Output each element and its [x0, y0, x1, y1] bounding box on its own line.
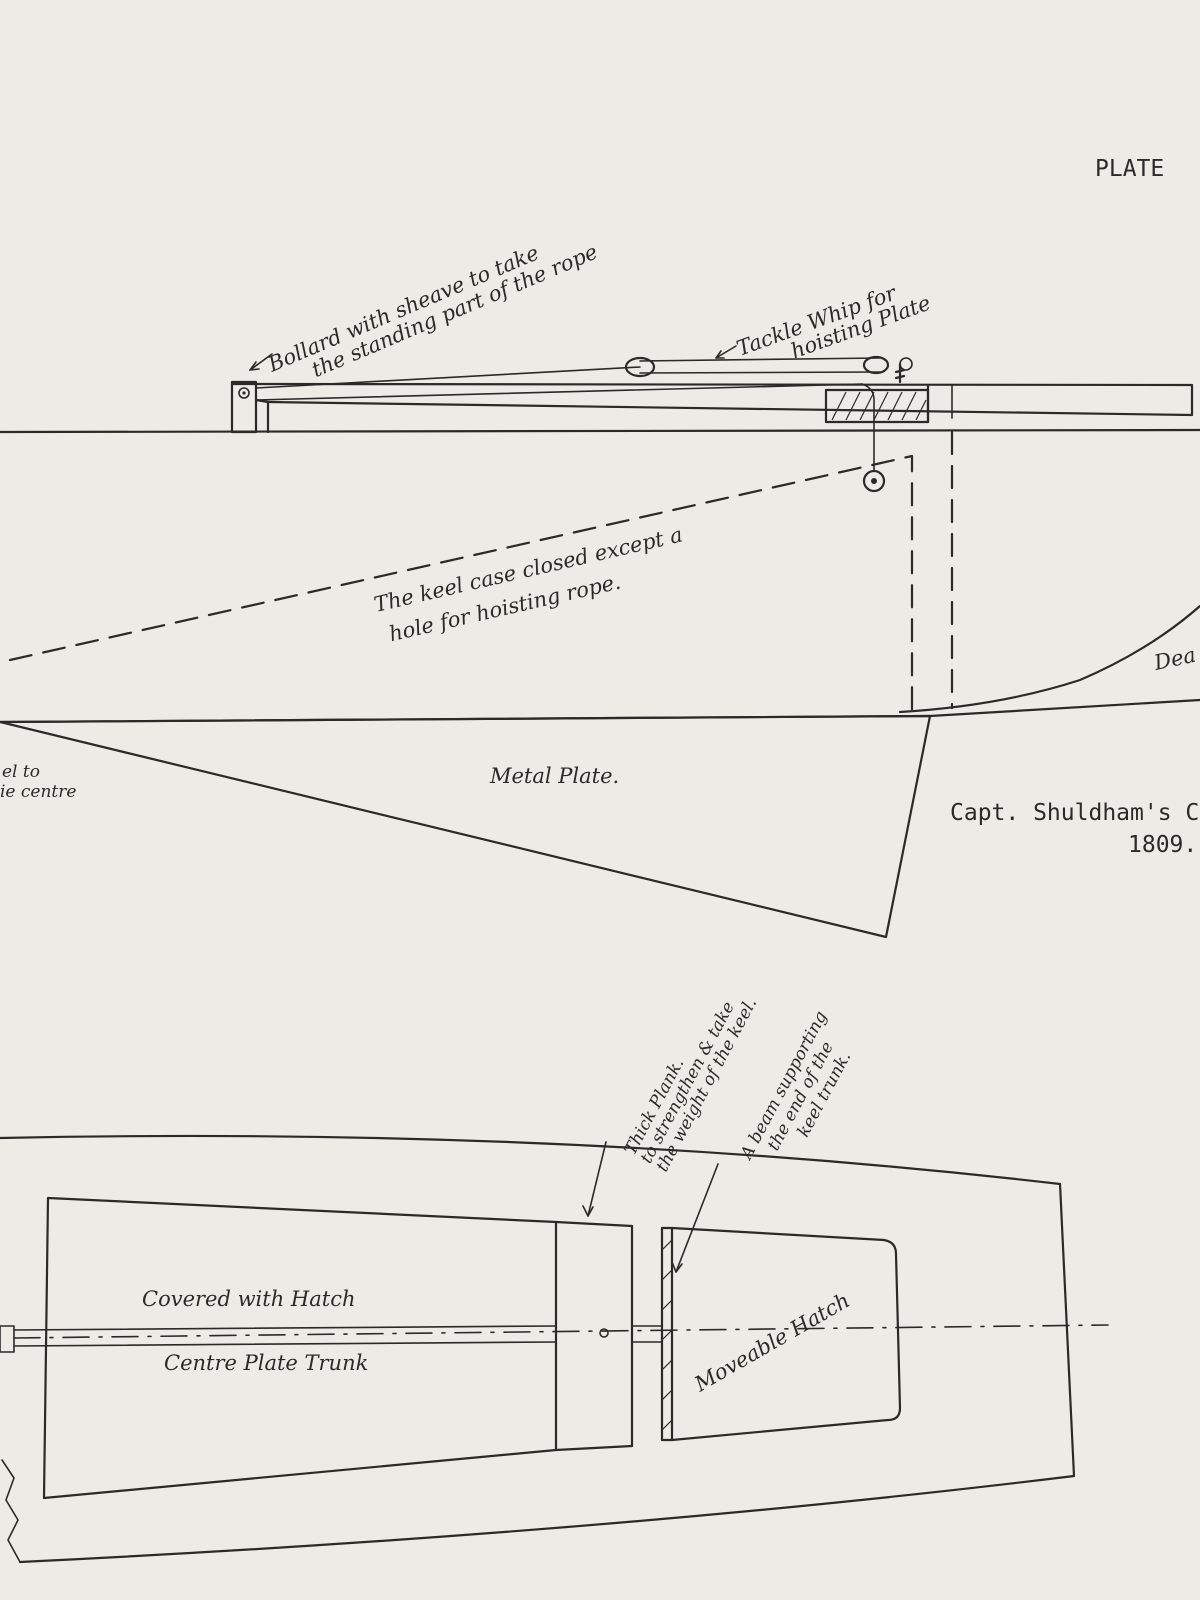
svg-text:Bollard with sheave to take: Bollard with sheave to take	[264, 241, 543, 377]
deck-structure	[0, 380, 1200, 434]
bollard-arrow	[249, 353, 273, 371]
plank-arrow	[582, 1141, 607, 1217]
left-partial-label-1: el to	[2, 762, 40, 782]
bollard-label: Bollard with sheave to take the standing…	[264, 240, 601, 382]
keel-case-label: The keel case closed except a hole for h…	[372, 522, 685, 646]
right-partial-label: Dea	[1151, 643, 1198, 675]
tackle-whip	[255, 355, 913, 493]
hoisting-eye	[862, 469, 886, 493]
trunk-frame	[42, 1196, 902, 1500]
metal-plate	[0, 714, 932, 939]
covered-hatch-label: Covered with Hatch	[142, 1287, 355, 1311]
tackle-block-right	[862, 355, 890, 375]
caption-year: 1809.	[1128, 832, 1197, 858]
svg-text:the standing part of the rope: the standing part of the rope	[308, 240, 601, 382]
keel-case	[8, 430, 954, 714]
keel-line	[0, 604, 1200, 724]
tackle-block-left	[624, 356, 656, 378]
plan-hull	[0, 1134, 1076, 1564]
beam-hatched	[660, 1226, 674, 1442]
bollard-post	[230, 380, 258, 434]
left-partial-label-2: ie centre	[0, 782, 76, 802]
metal-plate-label: Metal Plate.	[489, 764, 619, 788]
beam-arrow	[671, 1163, 719, 1273]
moveable-hatch-label: Moveable Hatch	[690, 1288, 854, 1397]
tackle-arrow	[715, 345, 737, 359]
centre-plate-trunk-label: Centre Plate Trunk	[164, 1351, 368, 1375]
tackle-label: Tackle Whip for hoisting Plate	[734, 280, 934, 363]
centre-plate-trunk	[0, 1324, 1109, 1353]
caption-title: Capt. Shuldham's C	[950, 800, 1199, 826]
beam-label: A beam supporting the end of the keel tr…	[736, 1008, 856, 1164]
plate-header: PLATE	[1095, 156, 1164, 182]
thick-plank-block	[824, 388, 930, 424]
